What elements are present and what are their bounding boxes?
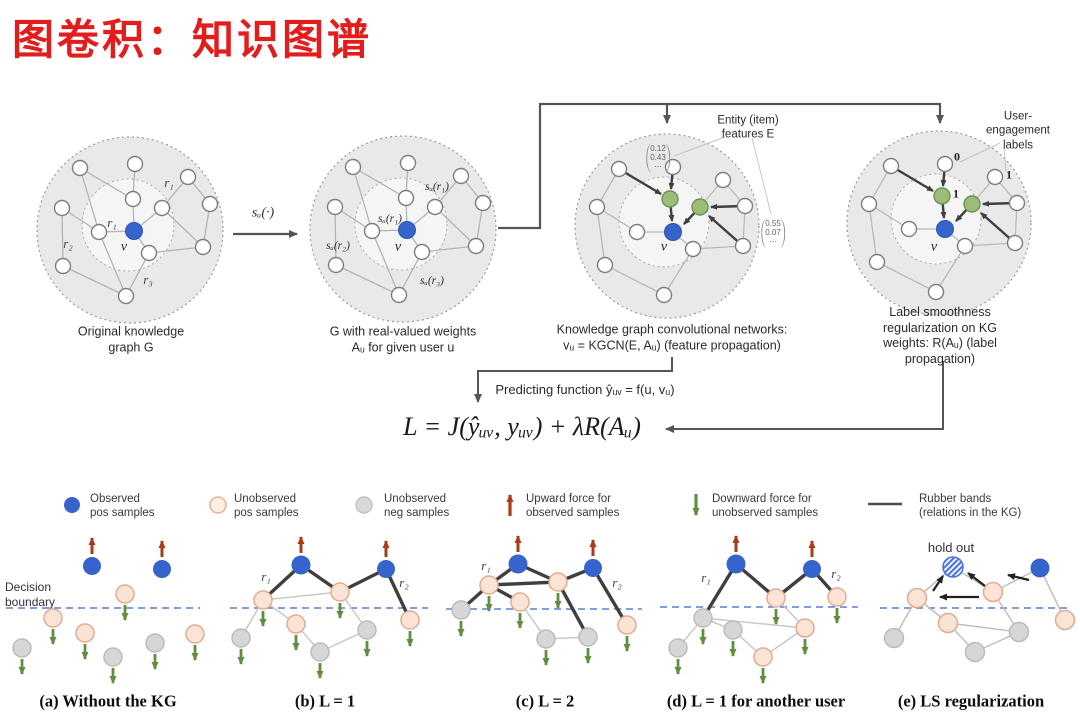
engagement-label-1: 1 [953, 186, 959, 201]
edge-label-r2: r₂ [831, 565, 841, 581]
legend-label-upward-force: Upward force for observed samples [526, 493, 620, 520]
weight-label-su-r1: sᵤ(r₁) [425, 180, 449, 193]
edge-label-r3: r₃ [143, 271, 153, 287]
panel-d-caption: (d) L = 1 for another user [666, 691, 846, 711]
edge-label-r1: r₁ [701, 569, 711, 585]
panel-b [231, 536, 420, 679]
edge-label-r2: r₂ [399, 574, 409, 590]
user-engagement-annotation: User- engagement labels [986, 110, 1050, 152]
legend-label-unobserved-pos: Unobserved pos samples [234, 493, 299, 520]
legend-label-downward-force: Downward force for unobserved samples [712, 493, 819, 520]
decision-boundary-label: Decision boundary [5, 580, 56, 609]
engagement-label-0: 0 [954, 149, 960, 164]
legend-label-unobserved-neg: Unobserved neg samples [384, 493, 450, 520]
predicting-function-label: Predicting function ŷᵤᵥ = f(u, vᵤ) [495, 381, 675, 397]
legend-observed-pos-dot [64, 497, 80, 513]
stage3-caption: Knowledge graph convolutional networks: … [556, 322, 788, 352]
pipeline-connectors [233, 102, 944, 433]
legend-swatches [64, 494, 902, 516]
edge-label-r1: r₁ [164, 174, 174, 190]
weight-label-su-r3: sᵤ(r₃) [420, 274, 444, 287]
kg-stage2-graph [309, 135, 497, 323]
feature-vector-badge: 0.12 0.43 ⋯ [646, 143, 670, 173]
engagement-label-1: 1 [1006, 167, 1012, 182]
entity-features-annotation: Entity (item) features E [717, 114, 779, 141]
center-node-label: v [660, 239, 668, 255]
legend-unobserved-pos-dot [209, 496, 227, 514]
panel-e-caption: (e) LS regularization [897, 691, 1045, 711]
holdout-node [942, 556, 964, 578]
transform-arrow-label: sᵤ(·) [251, 205, 275, 221]
decision-boundaries [6, 606, 1072, 610]
loss-formula: L = J(ŷᵤᵥ, yᵤᵥ) + λR(Aᵤ) [403, 411, 641, 441]
edge-label-r2: r₂ [612, 574, 622, 590]
slide-title: 图卷积：知识图谱 [12, 16, 373, 63]
legend-unobserved-neg-dot [355, 496, 373, 514]
weight-label-su-r1: sᵤ(r₁) [378, 212, 402, 225]
feature-vector-badge: 0.55 0.07 ⋯ [761, 218, 785, 248]
legend-label-rubber-bands: Rubber bands (relations in the KG) [919, 493, 1022, 520]
stage4-caption: Label smoothness regularization on KG we… [883, 304, 997, 366]
panel-a [12, 537, 205, 684]
weight-label-su-r2: sᵤ(r₂) [326, 239, 350, 252]
edge-label-r1: r₁ [107, 214, 117, 230]
stage1-caption: Original knowledge graph G [77, 324, 185, 354]
panel-b-caption: (b) L = 1 [294, 691, 356, 711]
panel-c-caption: (c) L = 2 [515, 691, 575, 711]
center-node-label: v [394, 239, 402, 255]
kg-stage3-graph [574, 133, 760, 319]
center-node-label: v [120, 239, 128, 255]
center-node-label: v [930, 239, 938, 255]
panel-d [668, 535, 847, 684]
stage2-caption: G with real-valued weights Aᵤ for given … [329, 324, 477, 354]
holdout-label: hold out [927, 539, 975, 555]
edge-label-r1: r₁ [481, 557, 491, 573]
panel-e [883, 556, 1076, 663]
panel-a-caption: (a) Without the KG [39, 691, 177, 711]
kg-stage1-graph [36, 136, 224, 324]
panel-c [451, 535, 637, 666]
edge-label-r1: r₁ [261, 568, 271, 584]
edge-label-r2: r₂ [63, 235, 73, 251]
annotation-pointer-lines [673, 136, 1007, 215]
legend-label-observed-pos: Observed pos samples [90, 493, 155, 520]
kg-stage4-graph [847, 131, 1031, 315]
